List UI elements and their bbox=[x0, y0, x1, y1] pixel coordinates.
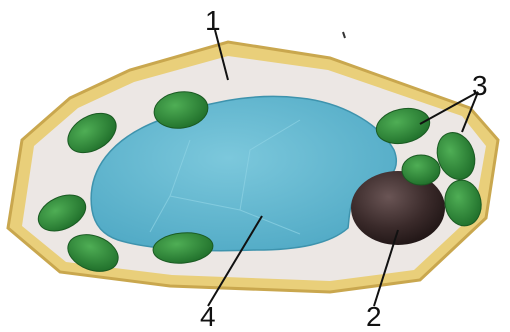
chloroplast bbox=[436, 132, 476, 180]
nucleus bbox=[351, 171, 445, 245]
label-3: 3 bbox=[472, 70, 488, 101]
chloroplast bbox=[152, 232, 214, 264]
leader-line-3b bbox=[461, 91, 479, 133]
leader-line-1 bbox=[214, 29, 229, 81]
label-1: 1 bbox=[205, 5, 221, 36]
leader-line-4 bbox=[207, 215, 263, 307]
label-2: 2 bbox=[366, 301, 382, 332]
leader-lines bbox=[207, 29, 479, 307]
artifact-mark bbox=[342, 31, 346, 39]
chloroplast bbox=[67, 234, 119, 272]
chloroplast bbox=[153, 91, 209, 129]
chloroplast bbox=[67, 112, 117, 154]
chloroplasts bbox=[37, 91, 482, 272]
chloroplast bbox=[444, 179, 482, 227]
chloroplast bbox=[37, 194, 87, 232]
leader-line-3a bbox=[419, 91, 479, 125]
vacuole-texture bbox=[149, 119, 301, 235]
label-4: 4 bbox=[200, 301, 216, 332]
chloroplast bbox=[401, 154, 441, 186]
chloroplast bbox=[375, 107, 431, 145]
leader-line-2 bbox=[373, 229, 399, 307]
